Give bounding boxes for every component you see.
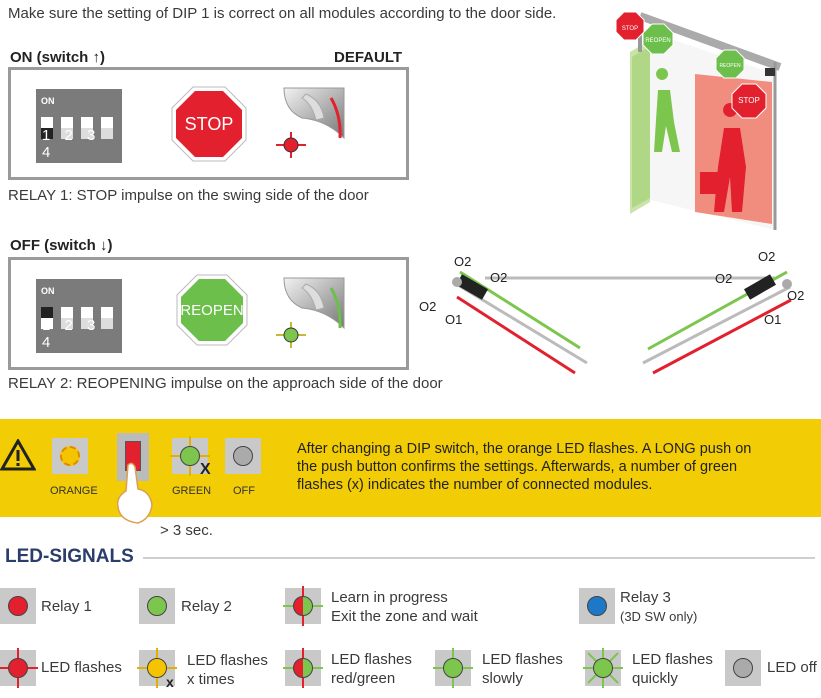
door-reopen-small-label: REOPEN (719, 63, 741, 69)
led-flashes-x-line1: LED flashes (187, 652, 268, 669)
o2-label-right-side: O2 (787, 288, 804, 303)
o2-label-right-top: O2 (758, 249, 775, 264)
relay3-label: Relay 3 (3D SW only) (620, 588, 697, 626)
door-stop-label: STOP (622, 26, 638, 32)
orange-led-icon (52, 438, 88, 474)
led-flashes-quick-line1: LED flashes (632, 651, 713, 668)
door-reopen-label: REOPEN (645, 38, 670, 44)
learn-label-line2: Exit the zone and wait (331, 608, 478, 625)
on-settings-panel: ON 1 2 3 4 STOP (8, 67, 409, 180)
o2-label-left-side: O2 (419, 299, 436, 314)
led-flashes-rg-label: LED flashes red/green (331, 650, 412, 688)
dip-switch-2 (61, 307, 73, 329)
o1-label-left: O1 (445, 312, 462, 327)
relay2-text: RELAY 2: REOPENING impulse on the approa… (8, 375, 443, 392)
dip-switch-4 (101, 307, 113, 329)
warning-message-line3: flashes (x) indicates the number of conn… (297, 477, 653, 493)
orange-label: ORANGE (50, 485, 98, 497)
led-off-label: LED off (767, 659, 817, 676)
led-flashes-slow-line1: LED flashes (482, 651, 563, 668)
dip-switch-1 (41, 117, 53, 139)
dip-switch-3 (81, 307, 93, 329)
dip-switch-2 (61, 117, 73, 139)
green-led-icon (139, 588, 175, 624)
dip-switch-4 (101, 117, 113, 139)
title-divider (143, 557, 815, 559)
off-led-icon (225, 438, 261, 474)
relay2-label: Relay 2 (181, 598, 232, 615)
green-flash-x-icon (170, 436, 210, 476)
learn-label: Learn in progress Exit the zone and wait (331, 588, 478, 626)
sensor-red-icon (276, 87, 345, 158)
off-label: OFF (233, 485, 255, 497)
warning-triangle-icon (0, 439, 36, 471)
red-flash-icon (0, 648, 38, 688)
o2-label-left-top: O2 (454, 254, 471, 269)
warning-message-line1: After changing a DIP switch, the orange … (297, 441, 752, 457)
reopen-sign-icon: REOPEN (176, 274, 248, 346)
led-signals-title: LED-SIGNALS (5, 546, 134, 567)
warning-message-line2: the push button confirms the settings. A… (297, 459, 738, 475)
off-settings-panel: ON 1 2 3 4 REOPEN (8, 257, 409, 370)
stop-sign-label: STOP (184, 113, 234, 134)
dip-switch-3 (81, 117, 93, 139)
led-flashes-rg-line2: red/green (331, 670, 396, 687)
dip-switch-1 (41, 307, 53, 329)
x-mark-small: x (166, 674, 174, 690)
door-illustration: STOP REOPEN REOPEN STOP (615, 11, 782, 230)
o2-label-right-mid: O2 (715, 271, 732, 286)
led-flashes-quick-label: LED flashes quickly (632, 650, 713, 688)
learn-label-line1: Learn in progress (331, 589, 448, 606)
default-label: DEFAULT (334, 49, 403, 66)
on-section-header: ON (switch ↑) (10, 49, 106, 66)
led-flashes-rg-line1: LED flashes (331, 651, 412, 668)
red-green-flash-icon (283, 586, 323, 626)
red-green-flash-icon (283, 648, 323, 688)
orange-flash-x-icon (137, 648, 177, 688)
dip-numbers: 1 2 3 4 (42, 317, 101, 351)
sensor-green-icon (276, 277, 345, 348)
warning-bar: ORANGE X GREEN OFF After changing a DIP … (0, 419, 821, 524)
led-off-icon (725, 650, 761, 686)
stop-sign-icon: STOP (171, 86, 247, 162)
led-flashes-x-label: LED flashes x times (187, 651, 268, 689)
warning-message: After changing a DIP switch, the orange … (297, 440, 751, 494)
green-quick-flash-icon (583, 648, 623, 688)
finger-press-icon (116, 462, 153, 524)
o1-label-right: O1 (764, 312, 781, 327)
led-flashes-slow-label: LED flashes slowly (482, 650, 563, 688)
relay3-label-line2: (3D SW only) (620, 609, 698, 624)
green-slow-flash-icon (433, 648, 473, 688)
relay1-label: Relay 1 (41, 598, 92, 615)
off-section-header: OFF (switch ↓) (10, 237, 113, 254)
led-flashes-x-line2: x times (187, 671, 235, 688)
led-flashes-label: LED flashes (41, 659, 122, 676)
instruction-text: Make sure the setting of DIP 1 is correc… (8, 5, 557, 22)
led-flashes-quick-line2: quickly (632, 670, 678, 687)
dip-switch-off: ON 1 2 3 4 (36, 279, 122, 353)
relay1-text: RELAY 1: STOP impulse on the swing side … (8, 187, 369, 204)
door-stop-sign-label: STOP (738, 96, 760, 105)
dip-on-label: ON (41, 96, 55, 106)
dip-numbers: 1 2 3 4 (42, 127, 101, 161)
blue-led-icon (579, 588, 615, 624)
o2-label-left-mid: O2 (490, 270, 507, 285)
dip-on-label: ON (41, 286, 55, 296)
x-mark: X (200, 461, 211, 478)
relay3-label-line1: Relay 3 (620, 589, 671, 606)
reopen-sign-label: REOPEN (180, 301, 244, 319)
hold-duration-text: > 3 sec. (160, 522, 213, 539)
green-label: GREEN (172, 485, 212, 497)
red-led-icon (0, 588, 36, 624)
led-flashes-slow-line2: slowly (482, 670, 523, 687)
dip-switch-on: ON 1 2 3 4 (36, 89, 122, 163)
sensor-beam-diagram: O2 O2 O2 O1 O2 O2 O2 O1 (419, 249, 804, 375)
